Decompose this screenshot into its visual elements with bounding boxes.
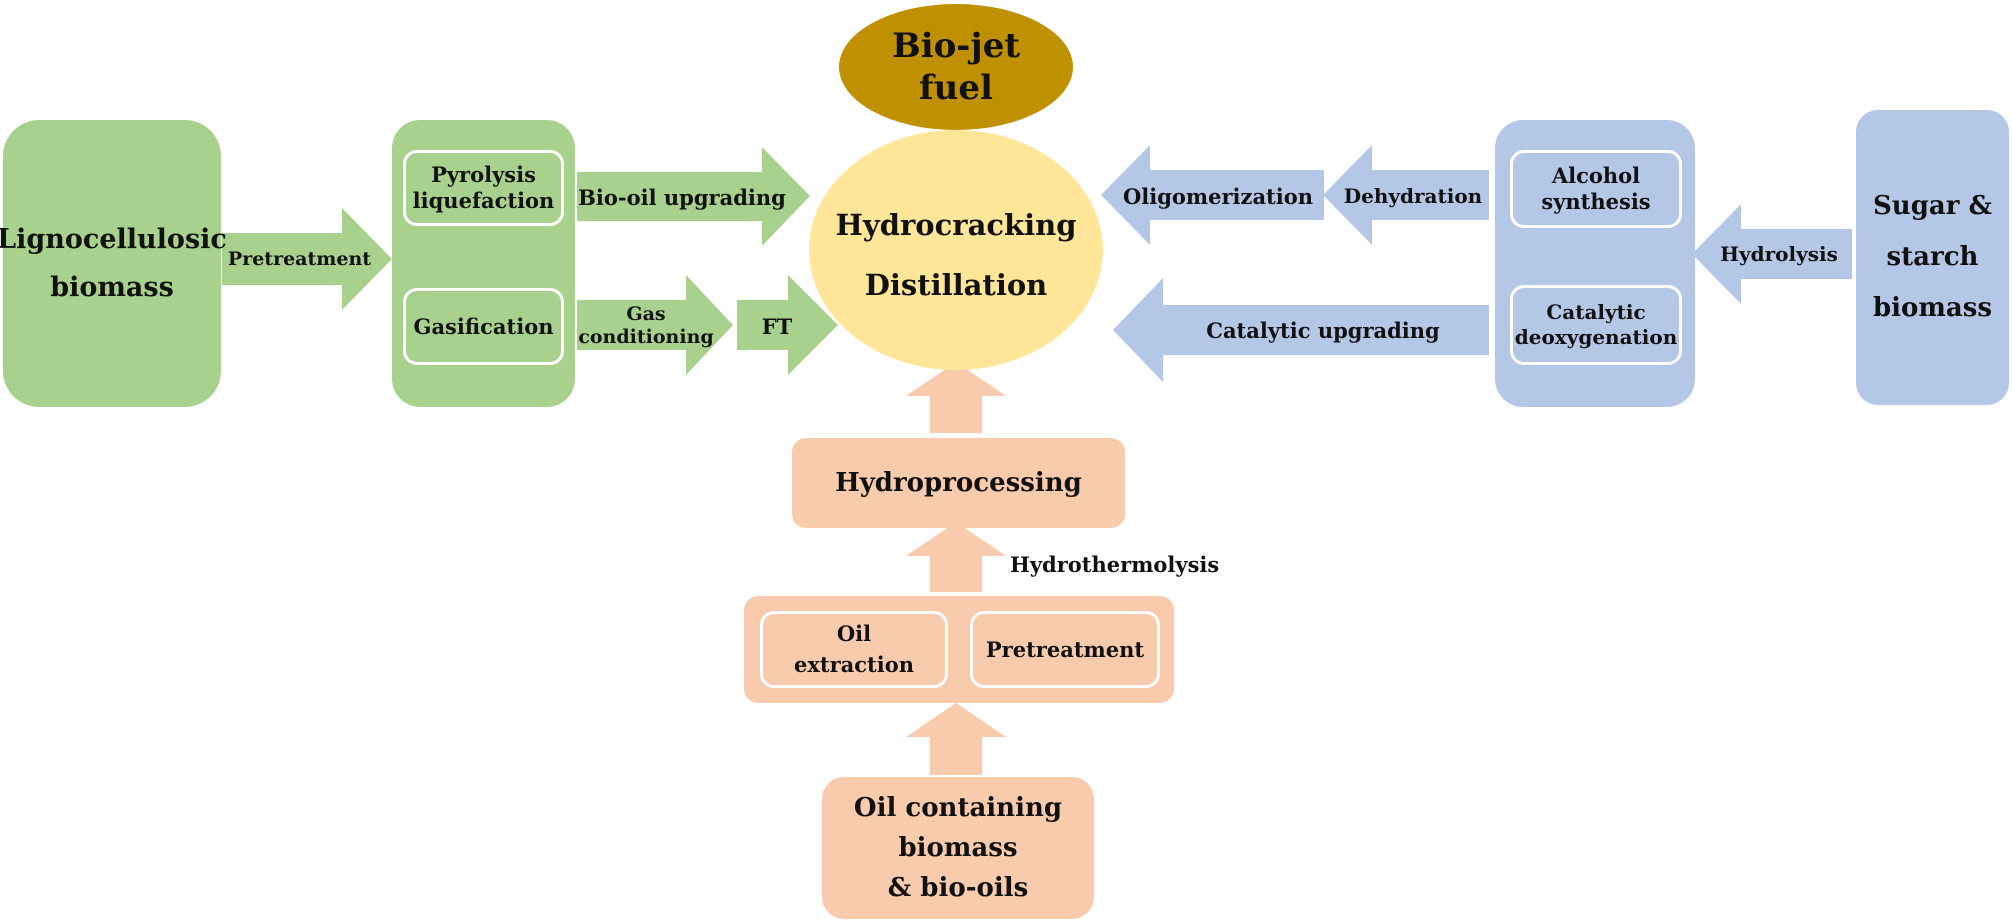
center-ellipse <box>809 130 1103 370</box>
dehydration-label: Dehydration <box>1343 184 1483 208</box>
alcohol-synthesis-label: Alcohol synthesis <box>1541 162 1651 214</box>
gasification-label: Gasification <box>413 314 554 339</box>
arrow-up-to-center <box>906 362 1006 433</box>
sugar-starch-biomass-box: Sugar & starch biomass <box>1856 110 2009 405</box>
biojet-fuel-label: Bio-jet fuel <box>891 25 1021 109</box>
alcohol-synthesis-box: Alcohol synthesis <box>1510 150 1682 228</box>
hydroprocessing-box: Hydroprocessing <box>792 438 1125 528</box>
oligomerization-label: Oligomerization <box>1122 183 1314 209</box>
biojet-ellipse <box>839 4 1073 130</box>
biochemical-group: Alcohol synthesis Catalytic deoxygenatio… <box>1495 120 1695 407</box>
pyrolysis-liquefaction-label: Pyrolysis liquefaction <box>412 161 555 213</box>
pyrolysis-liquefaction-box: Pyrolysis liquefaction <box>403 150 564 226</box>
catalytic-deoxygenation-label: Catalytic deoxygenation <box>1514 300 1678 349</box>
hydrocracking-label: Hydrocracking <box>835 208 1077 242</box>
oil-containing-biomass-label: Oil containing biomass & bio-oils <box>853 792 1063 904</box>
arrow-pretreatment <box>222 208 392 310</box>
gasification-box: Gasification <box>403 288 564 365</box>
hydrothermolysis-label: Hydrothermolysis <box>1010 551 1220 577</box>
pretreatment-arrow-label: Pretreatment <box>227 248 372 270</box>
arrow-catalytic-upgrading <box>1113 278 1489 382</box>
catalytic-upgrading-label: Catalytic upgrading <box>1206 317 1440 343</box>
pretreatment-bottom-label: Pretreatment <box>985 637 1145 662</box>
catalytic-deoxygenation-box: Catalytic deoxygenation <box>1510 285 1682 365</box>
oil-processing-group: Oil extraction Pretreatment <box>744 596 1174 703</box>
distillation-label: Distillation <box>864 268 1048 302</box>
oil-extraction-label: Oil extraction <box>794 621 914 677</box>
arrow-dehydration <box>1323 145 1489 245</box>
pretreatment-bottom-box: Pretreatment <box>970 611 1160 688</box>
hydroprocessing-label: Hydroprocessing <box>835 468 1082 498</box>
gas-conditioning-label: Gas conditioning <box>578 303 714 348</box>
arrow-oligomerization <box>1101 145 1324 245</box>
sugar-starch-biomass-label: Sugar & starch biomass <box>1872 191 1993 323</box>
biooil-upgrading-label: Bio-oil upgrading <box>578 184 786 210</box>
arrow-hydrolysis <box>1692 204 1852 304</box>
lignocellulosic-biomass-box: Lignocellulosic biomass <box>0 120 227 407</box>
oil-containing-biomass-box: Oil containing biomass & bio-oils <box>822 777 1094 919</box>
lignocellulosic-biomass-label: Lignocellulosic biomass <box>0 224 227 303</box>
thermochemical-group: Pyrolysis liquefaction Gasification <box>392 120 575 407</box>
arrow-ft <box>737 275 838 375</box>
ft-label: FT <box>761 313 793 339</box>
arrow-hydrothermolysis <box>906 522 1006 592</box>
arrow-gas-conditioning <box>577 275 733 375</box>
hydrolysis-label: Hydrolysis <box>1720 242 1838 266</box>
arrow-biooil-upgrading <box>577 147 810 246</box>
arrow-up-from-biomass <box>906 703 1006 775</box>
oil-extraction-box: Oil extraction <box>760 611 948 688</box>
